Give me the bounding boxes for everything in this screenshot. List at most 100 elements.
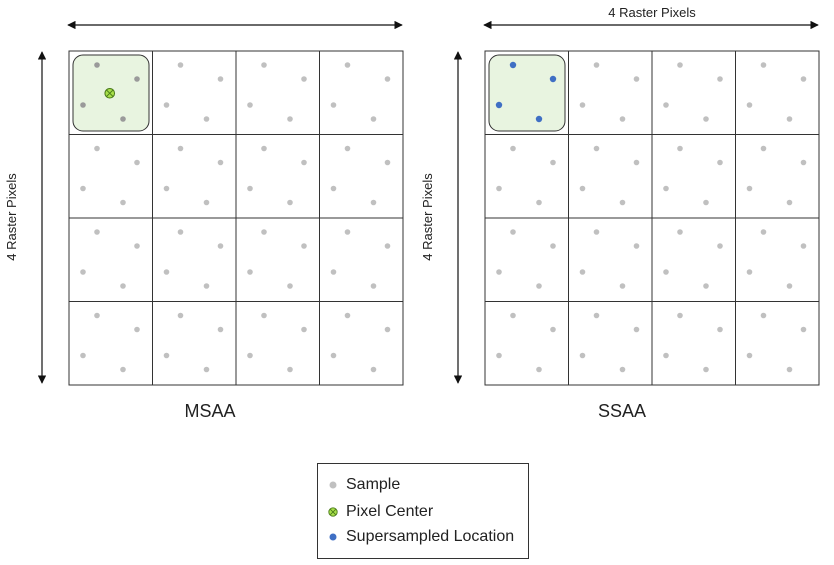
sample-point — [247, 185, 253, 192]
sample-point — [80, 102, 86, 108]
sample-point — [579, 352, 586, 359]
sample-point — [717, 159, 723, 166]
sample-point — [134, 159, 140, 166]
sample-point — [510, 229, 516, 235]
sample-point — [261, 145, 267, 152]
sample-point — [384, 159, 391, 166]
sample-point — [593, 145, 600, 152]
sample-point — [247, 102, 253, 108]
sample-point — [370, 116, 377, 122]
sample-point — [370, 283, 377, 289]
sample-point — [703, 116, 709, 122]
pixel-center-marker — [104, 87, 116, 99]
pixel-center-cross — [106, 89, 114, 97]
sample-point — [510, 312, 516, 319]
sample-point — [496, 185, 502, 192]
sample-point — [261, 229, 267, 235]
sample-point — [760, 229, 767, 235]
sample-point — [510, 145, 516, 152]
sample-point — [786, 366, 793, 373]
sample-point — [344, 312, 351, 319]
sample-point — [330, 185, 337, 192]
sample-point — [217, 243, 224, 249]
sample-point — [550, 159, 556, 166]
sample-point — [800, 243, 807, 249]
sample-point — [203, 116, 210, 122]
sample-point — [663, 352, 669, 359]
supersampled-point — [495, 101, 503, 109]
legend-item-sample: Sample — [328, 476, 400, 494]
msaa-panel: 4 Raster Pixels MSAA — [4, 20, 404, 421]
sample-point — [287, 283, 293, 289]
legend-item-supersampled: Supersampled Location — [328, 528, 514, 546]
sample-point — [579, 102, 586, 108]
sample-point — [177, 229, 184, 235]
sample-point — [593, 62, 600, 68]
sample-point — [703, 283, 709, 289]
sample-point — [217, 76, 224, 82]
sample-point — [217, 159, 224, 166]
ssaa-highlight — [488, 54, 566, 132]
supersampled-point — [535, 115, 543, 123]
supersampled-point — [549, 75, 557, 83]
legend-supersampled-label: Supersampled Location — [346, 528, 515, 545]
sample-point — [746, 185, 753, 192]
sample-point — [619, 199, 626, 206]
sample-point — [663, 269, 669, 275]
sample-point — [677, 145, 683, 152]
legend: Sample Pixel Center Supersampled Locatio… — [317, 463, 529, 559]
sample-point — [94, 62, 100, 68]
msaa-grid — [68, 50, 404, 386]
ssaa-side-label: 4 Raster Pixels — [420, 173, 435, 261]
sample-point — [163, 185, 170, 192]
sample-point — [633, 159, 640, 166]
sample-point — [177, 312, 184, 319]
sample-point — [619, 366, 626, 373]
supersampled-dot-icon — [329, 533, 337, 541]
sample-point — [703, 199, 709, 206]
ssaa-samples — [495, 61, 807, 373]
sample-point — [344, 62, 351, 68]
sample-point — [330, 102, 337, 108]
sample-point — [677, 229, 683, 235]
sample-point — [800, 159, 807, 166]
sample-point — [536, 366, 542, 373]
sample-point — [134, 76, 140, 82]
sample-point — [786, 283, 793, 289]
sample-point — [786, 199, 793, 206]
sample-point — [633, 76, 640, 82]
sample-point — [247, 352, 253, 359]
sample-point — [619, 116, 626, 122]
sample-point — [120, 283, 126, 289]
sample-point — [94, 229, 100, 235]
sample-point — [287, 199, 293, 206]
sample-point — [370, 199, 377, 206]
sample-point — [550, 326, 556, 333]
sample-point — [384, 326, 391, 333]
sample-point — [120, 366, 126, 373]
sample-point — [330, 269, 337, 275]
sample-point — [344, 229, 351, 235]
sample-point — [593, 229, 600, 235]
sample-point — [301, 159, 307, 166]
sample-point — [287, 366, 293, 373]
sample-point — [746, 269, 753, 275]
sample-point — [120, 116, 126, 122]
sample-point — [203, 199, 210, 206]
sample-point — [287, 116, 293, 122]
sample-point — [717, 76, 723, 82]
sample-point — [177, 62, 184, 68]
sample-point — [800, 326, 807, 333]
sample-point — [760, 145, 767, 152]
sample-dot-icon — [329, 481, 337, 489]
sample-point — [261, 312, 267, 319]
sample-point — [536, 283, 542, 289]
sample-point — [301, 76, 307, 82]
msaa-side-label: 4 Raster Pixels — [4, 173, 19, 261]
sample-point — [619, 283, 626, 289]
sample-point — [786, 116, 793, 122]
ssaa-grid — [484, 50, 820, 386]
msaa-title: MSAA — [184, 401, 235, 421]
sample-point — [94, 145, 100, 152]
sample-point — [80, 352, 86, 359]
